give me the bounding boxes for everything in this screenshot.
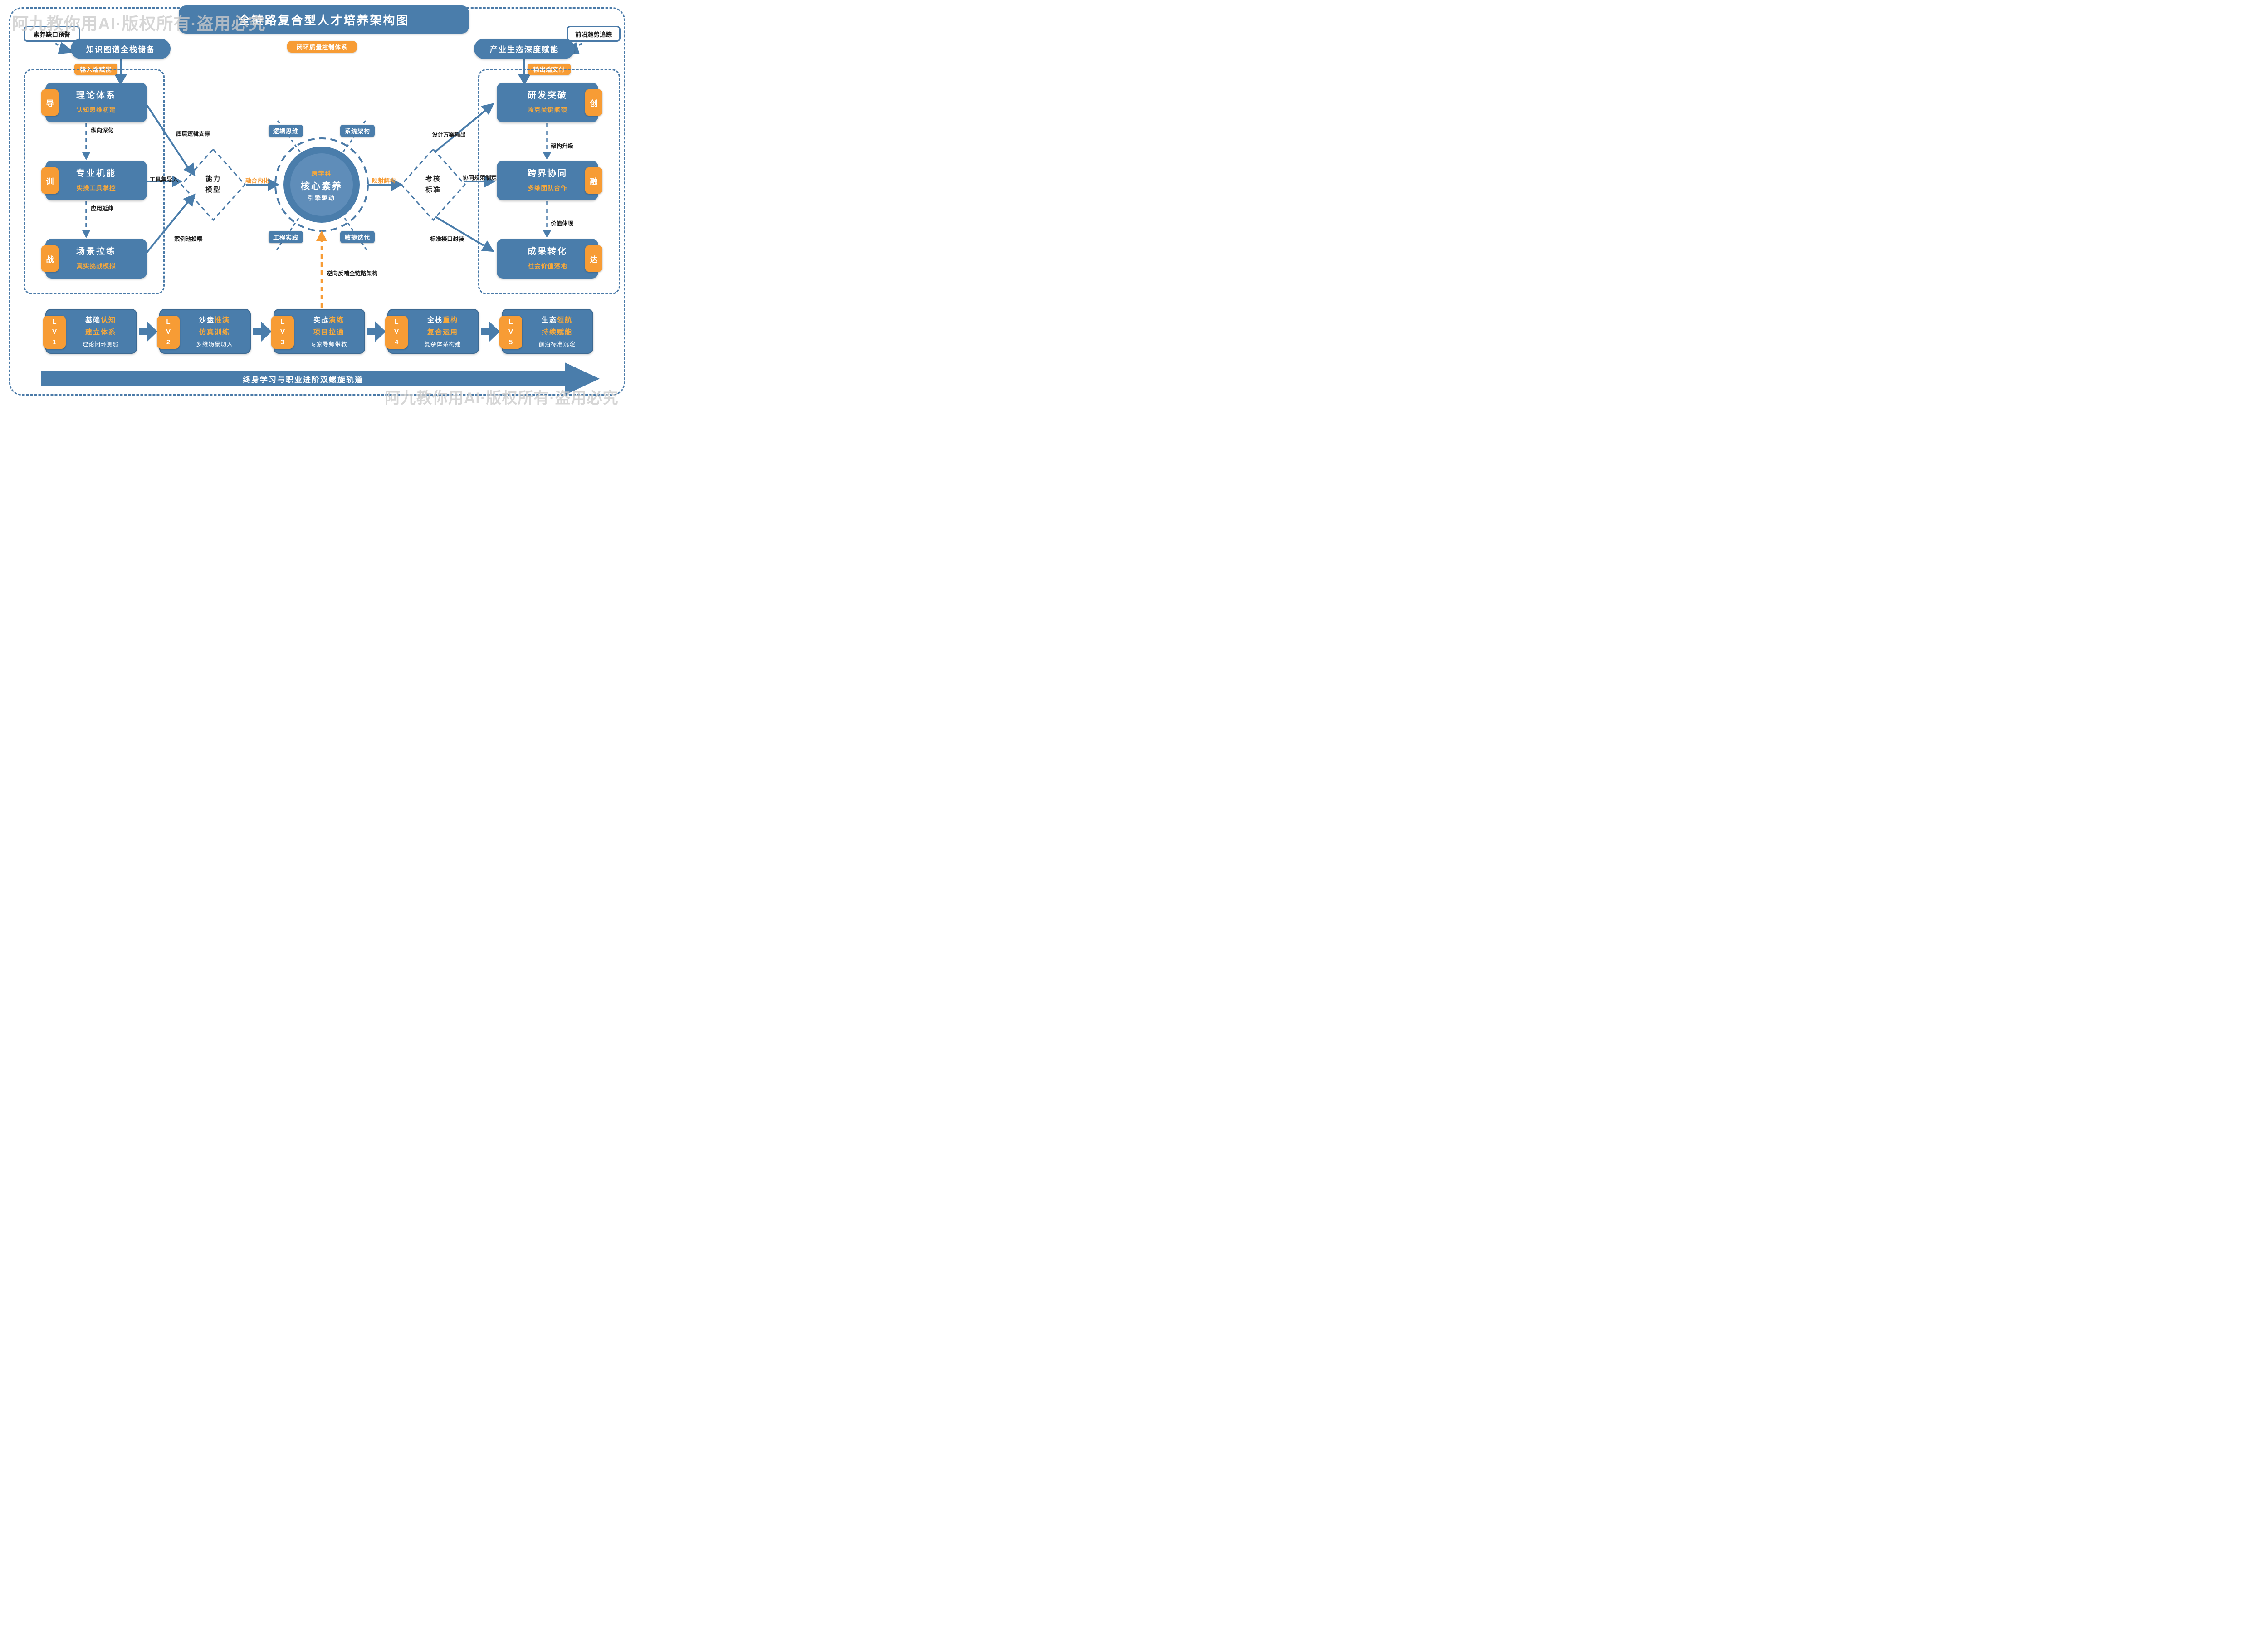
right-box-transform-tag: 达 bbox=[585, 245, 602, 272]
right-box-rnd: 创 研发突破 攻克关键瓶颈 bbox=[497, 83, 602, 122]
right-box-collab-tag: 融 bbox=[585, 167, 602, 194]
dashed-arrow-heads bbox=[82, 152, 552, 238]
left-box-skill-tag: 训 bbox=[41, 167, 59, 194]
left-box-skill-title: 专业机能 bbox=[76, 169, 116, 178]
trend-tracking-box: 前沿趋势追踪 bbox=[567, 26, 621, 42]
level-2-tag: L V 2 bbox=[157, 316, 180, 349]
feedback-arrow-head bbox=[316, 230, 327, 241]
right-box-rnd-subtitle: 攻克关键瓶颈 bbox=[528, 107, 567, 113]
right-box-collab-subtitle: 多维团队合作 bbox=[528, 185, 567, 191]
level-5-line1-orange: 领航 bbox=[557, 316, 573, 324]
output-side-container bbox=[478, 69, 620, 294]
label-arch-upgrade: 架构升级 bbox=[551, 143, 574, 149]
label-map-deconstruct: 映射解构 bbox=[372, 177, 396, 184]
lifelong-learning-arrow-label: 终身学习与职业进阶双螺旋轨道 bbox=[243, 375, 363, 384]
label-fuse-internalize: 融合内化 bbox=[245, 177, 269, 184]
level-4-line3: 复杂体系构建 bbox=[424, 341, 461, 347]
label-standard-interface: 标准接口封装 bbox=[430, 236, 464, 242]
quality-control-badge: 闭环质量控制体系 bbox=[287, 41, 357, 53]
level-box-2: L V 2 沙盘推演 仿真训练 多维场景切入 bbox=[157, 309, 251, 354]
right-box-collab-title: 跨界协同 bbox=[527, 169, 567, 178]
level-box-1: L V 1 基础认知 建立体系 理论闭环测验 bbox=[43, 309, 137, 354]
level-2-line3: 多维场景切入 bbox=[196, 341, 233, 347]
level-box-5: L V 5 生态领航 持续赋能 前沿标准沉淀 bbox=[499, 309, 593, 354]
gap-warning-box: 素养缺口预警 bbox=[24, 26, 80, 42]
satellite-agile-iteration: 敏捷迭代 bbox=[340, 231, 375, 243]
level-4-line2: 复合运用 bbox=[427, 328, 458, 336]
industry-empower-pill: 产业生态深度赋能 bbox=[474, 39, 575, 59]
core-competency-circle: 跨学科 核心素养 引擎驱动 bbox=[276, 163, 367, 207]
core-main-label: 核心素养 bbox=[301, 181, 342, 191]
level-5-line1-white: 生态 bbox=[541, 316, 557, 324]
right-box-transform-subtitle: 社会价值落地 bbox=[528, 263, 567, 269]
label-case-pool-feed: 案例池投喂 bbox=[174, 236, 203, 242]
label-vertical-deepen: 纵向深化 bbox=[91, 127, 114, 134]
level-1-line3: 理论闭环测验 bbox=[82, 341, 119, 347]
level-2-line2: 仿真训练 bbox=[199, 328, 230, 336]
level-box-3: L V 3 实战演练 项目拉通 专家导师带教 bbox=[271, 309, 365, 354]
level-step-arrows bbox=[139, 321, 500, 342]
core-bottom-label: 引擎驱动 bbox=[308, 194, 335, 201]
diagram-canvas: 全链路复合型人才培养架构图 闭环质量控制体系 素养缺口预警 知识图谱全栈储备 输… bbox=[0, 0, 635, 408]
right-box-transform-title: 成果转化 bbox=[527, 247, 567, 256]
left-box-scenario-tag: 战 bbox=[41, 245, 59, 272]
left-box-scenario-title: 场景拉练 bbox=[76, 247, 116, 256]
level-5-tag: L V 5 bbox=[499, 316, 522, 349]
dashed-arrows bbox=[85, 123, 548, 231]
right-box-collab: 融 跨界协同 多维团队合作 bbox=[497, 161, 602, 200]
core-top-label: 跨学科 bbox=[311, 170, 332, 177]
satellite-system-architecture: 系统架构 bbox=[340, 125, 375, 137]
knowledge-reserve-pill: 知识图谱全栈储备 bbox=[71, 39, 171, 59]
level-2-line1-white: 沙盘 bbox=[199, 316, 215, 324]
left-box-theory: 导 理论体系 认知思维初建 bbox=[41, 83, 147, 122]
left-box-theory-tag: 导 bbox=[41, 89, 59, 116]
satellite-engineering-practice: 工程实践 bbox=[269, 231, 303, 243]
label-value-embody: 价值体现 bbox=[551, 220, 574, 227]
core-circle-inner bbox=[290, 153, 353, 216]
label-application-extend: 应用延伸 bbox=[91, 205, 114, 212]
assessment-standard-diamond-shape bbox=[400, 148, 466, 221]
left-box-theory-title: 理论体系 bbox=[76, 91, 116, 100]
capability-model-diamond-label: 能力 模型 bbox=[205, 175, 221, 194]
level-3-line1-white: 实战 bbox=[313, 316, 329, 324]
lifelong-arrow-head bbox=[565, 362, 600, 395]
label-reverse-feedback: 逆向反哺全链路架构 bbox=[327, 270, 378, 277]
level-1-line1-white: 基础 bbox=[85, 316, 101, 324]
left-box-theory-subtitle: 认知思维初建 bbox=[76, 107, 116, 113]
level-1-tag: L V 1 bbox=[43, 316, 66, 349]
right-box-transform: 达 成果转化 社会价值落地 bbox=[497, 239, 602, 279]
satellite-logic-thinking: 逻辑思维 bbox=[269, 125, 303, 137]
label-collab-spec: 协同规范制定 bbox=[463, 175, 497, 181]
label-design-output: 设计方案输出 bbox=[432, 132, 466, 138]
level-3-line2: 项目拉通 bbox=[313, 328, 344, 336]
left-box-scenario-subtitle: 真实挑战模拟 bbox=[76, 263, 116, 269]
watermark-bottom-right: 阿九教你用AI·版权所有·盗用必究 bbox=[385, 390, 619, 407]
level-3-line1-orange: 演练 bbox=[329, 316, 345, 324]
right-box-rnd-tag: 创 bbox=[585, 89, 602, 116]
level-1-line2: 建立体系 bbox=[85, 328, 116, 336]
label-logic-support: 底层逻辑支撑 bbox=[176, 131, 210, 137]
left-box-scenario: 战 场景拉练 真实挑战模拟 bbox=[41, 239, 147, 279]
left-box-skill: 训 专业机能 实操工具掌控 bbox=[41, 161, 147, 200]
level-1-line1-orange: 认知 bbox=[101, 316, 117, 324]
level-3-line3: 专家导师带教 bbox=[310, 341, 347, 347]
level-5-line3: 前沿标准沉淀 bbox=[538, 341, 576, 347]
watermark-top-left: 阿九教你用AI·版权所有·盗用必究 bbox=[12, 15, 266, 33]
connector-arrows-layer bbox=[41, 42, 600, 395]
level-4-tag: L V 4 bbox=[385, 316, 408, 349]
right-box-rnd-title: 研发突破 bbox=[527, 91, 567, 100]
level-2-line1-orange: 推演 bbox=[215, 316, 230, 324]
level-4-line1-orange: 重构 bbox=[443, 316, 459, 324]
left-box-skill-subtitle: 实操工具掌控 bbox=[76, 185, 116, 191]
level-box-4: L V 4 全栈重构 复合运用 复杂体系构建 bbox=[385, 309, 479, 354]
level-3-tag: L V 3 bbox=[271, 316, 294, 349]
assessment-standard-diamond-label: 考核 标准 bbox=[425, 175, 441, 194]
page-title: 全链路复合型人才培养架构图 bbox=[179, 5, 469, 34]
level-4-line1-white: 全栈 bbox=[427, 316, 443, 324]
lifelong-arrow-bar bbox=[41, 371, 565, 386]
level-5-line2: 持续赋能 bbox=[541, 328, 572, 336]
input-side-container bbox=[24, 69, 165, 294]
solid-arrows bbox=[55, 42, 582, 253]
label-toolset-import: 工具集导入 bbox=[150, 176, 178, 183]
